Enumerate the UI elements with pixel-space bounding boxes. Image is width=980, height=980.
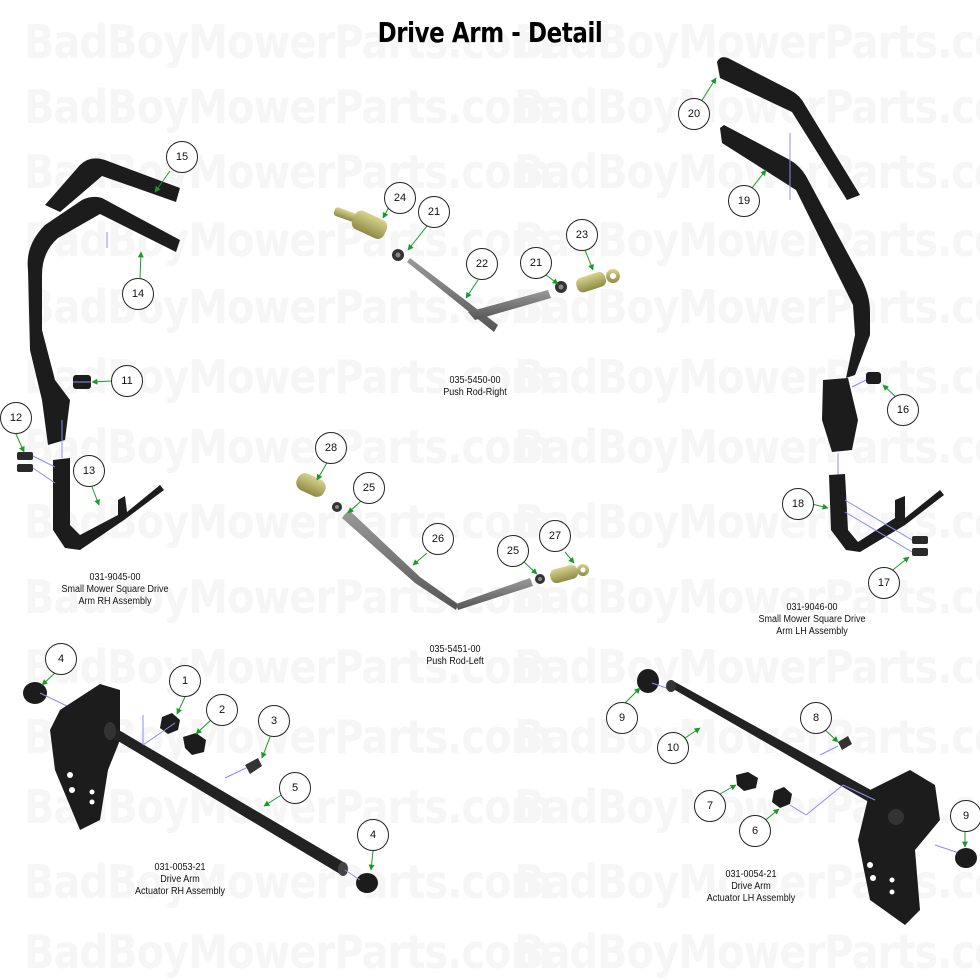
rh-bolts-12 xyxy=(17,452,56,484)
bolt-7 xyxy=(736,772,758,791)
lh-handle-grip-20 xyxy=(717,57,860,200)
rh-drive-arm-13 xyxy=(53,458,164,550)
lh-drive-arm-18 xyxy=(829,474,944,552)
caption-line2: Arm LH Assembly xyxy=(776,626,848,637)
caption-line2: Actuator RH Assembly xyxy=(134,886,226,897)
caption-line1: Push Rod-Left xyxy=(426,656,484,667)
caption-line2: Arm RH Assembly xyxy=(78,596,152,607)
callout-16[interactable]: 16 xyxy=(887,394,919,426)
page-title: Drive Arm - Detail xyxy=(377,16,603,49)
cap-9 xyxy=(637,669,659,693)
callout-14[interactable]: 14 xyxy=(122,278,154,310)
callout-19[interactable]: 19 xyxy=(728,185,760,217)
callout-7[interactable]: 7 xyxy=(694,790,726,822)
callout-15[interactable]: 15 xyxy=(166,141,198,173)
callout-20[interactable]: 20 xyxy=(678,98,710,130)
callout-24[interactable]: 24 xyxy=(384,182,416,214)
callout-6[interactable]: 6 xyxy=(739,815,771,847)
rh-handle-grip xyxy=(45,158,180,212)
part-number: 035-5450-00 xyxy=(449,375,501,386)
part-number: 035-5451-00 xyxy=(429,644,481,655)
caption-push-rod-right: 035-5450-00 Push Rod-Right xyxy=(399,375,552,399)
actuator-rh-assembly xyxy=(23,682,378,893)
caption-line2: Actuator LH Assembly xyxy=(706,893,796,904)
rh-handle-tube xyxy=(27,196,180,445)
cap-4b xyxy=(356,873,378,893)
callout-28[interactable]: 28 xyxy=(315,432,347,464)
callout-23[interactable]: 23 xyxy=(566,219,598,251)
callout-9[interactable]: 9 xyxy=(606,702,638,734)
caption-line1: Drive Arm xyxy=(160,874,200,885)
part-number: 031-9046-00 xyxy=(786,602,838,613)
callout-21[interactable]: 21 xyxy=(418,196,450,228)
cap-9b xyxy=(955,848,977,868)
callout-4[interactable]: 4 xyxy=(357,819,389,851)
callout-8[interactable]: 8 xyxy=(800,702,832,734)
push-rod-right xyxy=(333,207,620,332)
bolt-2 xyxy=(183,733,206,755)
lh-handle-tube-19 xyxy=(720,125,870,452)
callout-25[interactable]: 25 xyxy=(497,535,529,567)
caption-push-rod-left: 035-5451-00 Push Rod-Left xyxy=(379,644,532,668)
callout-22[interactable]: 22 xyxy=(466,248,498,280)
callout-17[interactable]: 17 xyxy=(868,567,900,599)
caption-line1: Drive Arm xyxy=(731,881,771,892)
nut-1 xyxy=(160,713,180,734)
callout-12[interactable]: 12 xyxy=(0,402,32,434)
part-number: 031-0054-21 xyxy=(725,869,777,880)
part-number: 031-0053-21 xyxy=(154,862,206,873)
caption-actuator-lh: 031-0054-21 Drive Arm Actuator LH Assemb… xyxy=(675,869,828,905)
grease-fitting-3 xyxy=(245,758,262,774)
callout-10[interactable]: 10 xyxy=(657,732,689,764)
callout-4[interactable]: 4 xyxy=(45,643,77,675)
lh-bumper-16 xyxy=(866,372,881,384)
grease-fitting-8 xyxy=(838,736,852,750)
callout-25[interactable]: 25 xyxy=(353,472,385,504)
callout-21[interactable]: 21 xyxy=(520,247,552,279)
push-rod-left xyxy=(296,473,589,610)
nut-6 xyxy=(772,787,792,808)
callout-13[interactable]: 13 xyxy=(73,455,105,487)
part-number: 031-9045-00 xyxy=(89,572,141,583)
callout-26[interactable]: 26 xyxy=(422,523,454,555)
callout-11[interactable]: 11 xyxy=(111,365,143,397)
callout-1[interactable]: 1 xyxy=(169,665,201,697)
caption-lh-square-drive-arm: 031-9046-00 Small Mower Square Drive Arm… xyxy=(736,602,889,638)
callout-2[interactable]: 2 xyxy=(206,694,238,726)
callout-27[interactable]: 27 xyxy=(539,520,571,552)
callout-3[interactable]: 3 xyxy=(258,705,290,737)
caption-line1: Small Mower Square Drive xyxy=(61,584,169,595)
caption-rh-square-drive-arm: 031-9045-00 Small Mower Square Drive Arm… xyxy=(39,572,192,608)
callout-18[interactable]: 18 xyxy=(782,488,814,520)
caption-actuator-rh: 031-0053-21 Drive Arm Actuator RH Assemb… xyxy=(104,862,257,898)
actuator-lh-assembly xyxy=(637,669,977,925)
lh-bolts-17 xyxy=(844,499,928,556)
callout-9[interactable]: 9 xyxy=(950,800,980,832)
caption-line1: Push Rod-Right xyxy=(443,387,507,398)
caption-line1: Small Mower Square Drive xyxy=(758,614,866,625)
cap-4 xyxy=(23,682,47,704)
callout-5[interactable]: 5 xyxy=(279,772,311,804)
